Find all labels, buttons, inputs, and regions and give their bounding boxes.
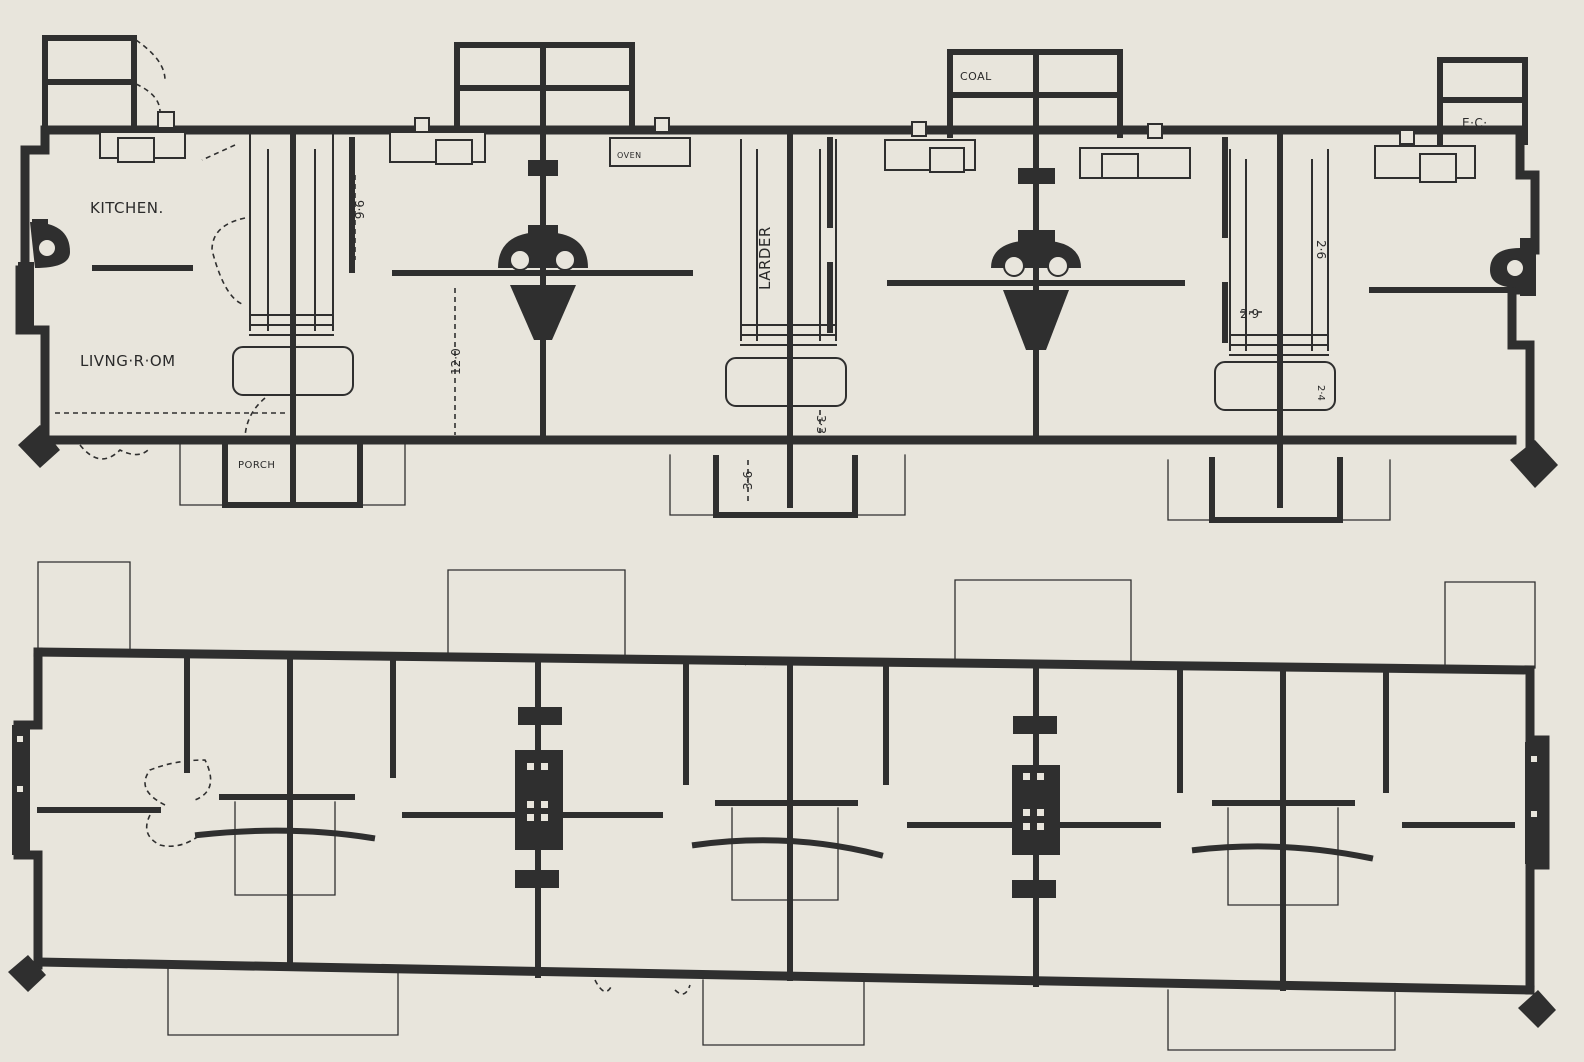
rear-outbuildings xyxy=(42,35,1528,145)
dim-3-6: 3·6 xyxy=(741,471,755,490)
ground-floor-plan: KITCHEN. LIVNG·R·OM PORCH LARDER COAL E·… xyxy=(15,35,1558,523)
oven-label: OVEN xyxy=(617,151,642,160)
larder-label: LARDER xyxy=(756,226,774,290)
first-floor-landings xyxy=(194,794,1374,906)
dim-9-6: 9·6 xyxy=(352,200,366,219)
dim-12-0: 12·0 xyxy=(449,348,463,375)
living-room-label: LIVNG·R·OM xyxy=(80,352,176,370)
dim-2-4: 2·4 xyxy=(1315,385,1326,401)
coal-label: COAL xyxy=(960,70,992,83)
ground-chimney-stacks xyxy=(30,160,1525,350)
ground-labels: KITCHEN. LIVNG·R·OM PORCH LARDER COAL E·… xyxy=(80,70,1488,490)
ground-fittings xyxy=(99,111,1476,183)
first-floor-chimney-stacks xyxy=(515,707,1060,898)
dim-2-6: 2·6 xyxy=(1314,240,1328,259)
dim-2-9: 2·9 xyxy=(1240,307,1259,321)
first-floor-outer-walls xyxy=(8,647,1556,1028)
first-floor-door-swings xyxy=(144,657,766,995)
ec-label: E·C· xyxy=(1462,116,1488,130)
kitchen-label: KITCHEN. xyxy=(90,199,164,217)
ground-door-swings xyxy=(55,144,1262,505)
ground-party-walls xyxy=(290,127,1283,508)
first-floor-outbuilding-outlines xyxy=(37,561,1536,1051)
first-floor-plan xyxy=(8,561,1556,1051)
ground-stair-halls xyxy=(232,129,1336,411)
porch-label: PORCH xyxy=(238,460,275,471)
ground-porches xyxy=(179,442,1391,523)
dim-3-3: 3·3 xyxy=(814,415,828,434)
